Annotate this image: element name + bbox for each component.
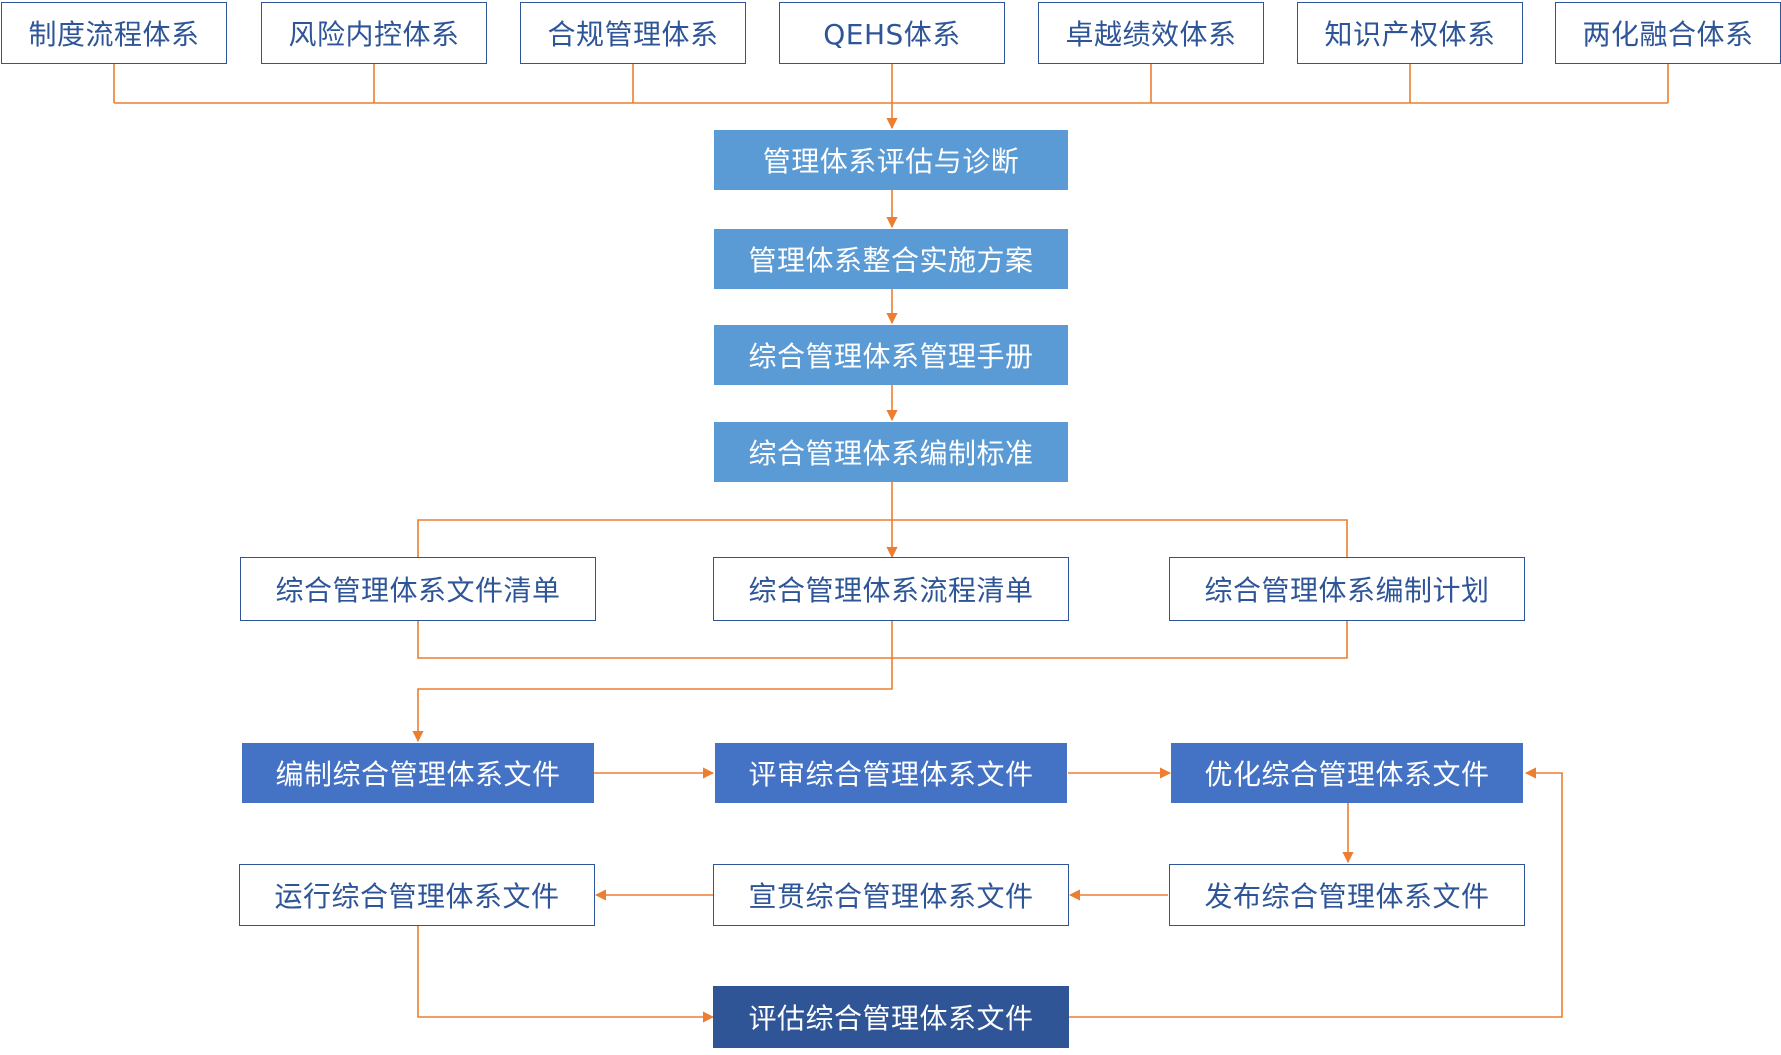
cycle-compile-documents: 编制综合管理体系文件 bbox=[242, 743, 594, 803]
lists-merge-bar bbox=[417, 620, 1348, 659]
step-management-manual: 综合管理体系管理手册 bbox=[714, 325, 1068, 385]
step-integration-plan: 管理体系整合实施方案 bbox=[714, 229, 1068, 289]
arrow-evaluate-to-optimize bbox=[1068, 767, 1563, 1018]
system-box-institution-process: 制度流程体系 bbox=[1, 2, 227, 64]
system-box-integration: 两化融合体系 bbox=[1555, 2, 1781, 64]
list-compilation-plan: 综合管理体系编制计划 bbox=[1169, 557, 1525, 621]
system-box-qehs: QEHS体系 bbox=[779, 2, 1005, 64]
cycle-publish-documents: 发布综合管理体系文件 bbox=[1169, 864, 1525, 926]
arrow-operate-to-evaluate bbox=[417, 926, 715, 1023]
branch-left bbox=[417, 519, 1348, 557]
list-process-inventory: 综合管理体系流程清单 bbox=[713, 557, 1069, 621]
system-box-compliance: 合规管理体系 bbox=[520, 2, 746, 64]
cycle-operate-documents: 运行综合管理体系文件 bbox=[239, 864, 595, 926]
system-box-intellectual-property: 知识产权体系 bbox=[1297, 2, 1523, 64]
cycle-optimize-documents: 优化综合管理体系文件 bbox=[1171, 743, 1523, 803]
cycle-evaluate-documents: 评估综合管理体系文件 bbox=[713, 986, 1069, 1048]
step-assessment-diagnosis: 管理体系评估与诊断 bbox=[714, 130, 1068, 190]
list-document-inventory: 综合管理体系文件清单 bbox=[240, 557, 596, 621]
step-compilation-standard: 综合管理体系编制标准 bbox=[714, 422, 1068, 482]
system-box-risk-control: 风险内控体系 bbox=[261, 2, 487, 64]
cycle-promote-documents: 宣贯综合管理体系文件 bbox=[713, 864, 1069, 926]
system-box-performance-excellence: 卓越绩效体系 bbox=[1038, 2, 1264, 64]
cycle-review-documents: 评审综合管理体系文件 bbox=[715, 743, 1067, 803]
arrow-to-compile bbox=[412, 620, 893, 743]
